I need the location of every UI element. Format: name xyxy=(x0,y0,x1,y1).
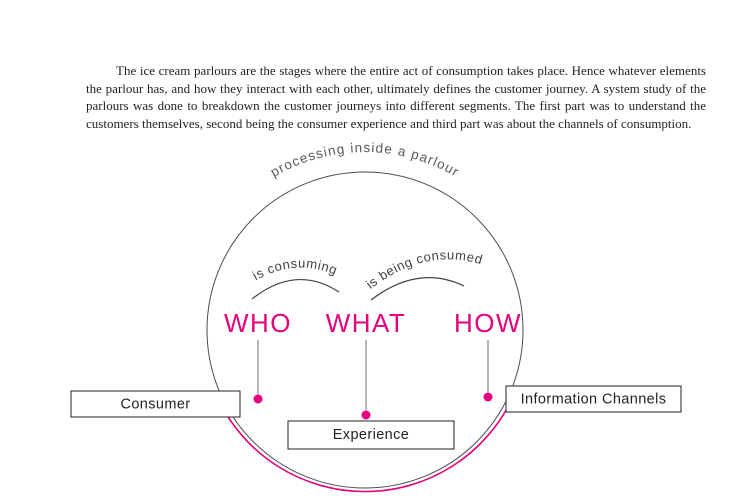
experience-box-label: Experience xyxy=(333,427,410,443)
information-channels-box xyxy=(505,385,682,413)
bottom-accent-arc xyxy=(217,398,513,493)
diagram-title-arc: processing inside a parlour xyxy=(268,140,462,180)
how-dot xyxy=(483,392,493,402)
consumer-box xyxy=(70,390,241,418)
what-label: WHAT xyxy=(326,308,407,338)
experience-box xyxy=(287,420,455,450)
how-label: HOW xyxy=(454,308,522,338)
how-arc-text: is being consumed xyxy=(363,247,485,291)
parlour-circle xyxy=(206,171,524,489)
what-dot xyxy=(361,410,371,420)
intro-paragraph: The ice cream parlours are the stages wh… xyxy=(86,63,706,132)
who-label: WHO xyxy=(224,308,292,338)
who-arc-text: is consuming xyxy=(250,256,340,284)
information-channels-box-label: Information Channels xyxy=(521,392,667,408)
how-brow-arc xyxy=(370,277,465,301)
who-dot xyxy=(253,394,263,404)
consumer-box-label: Consumer xyxy=(120,397,190,413)
who-brow-arc xyxy=(251,278,340,300)
